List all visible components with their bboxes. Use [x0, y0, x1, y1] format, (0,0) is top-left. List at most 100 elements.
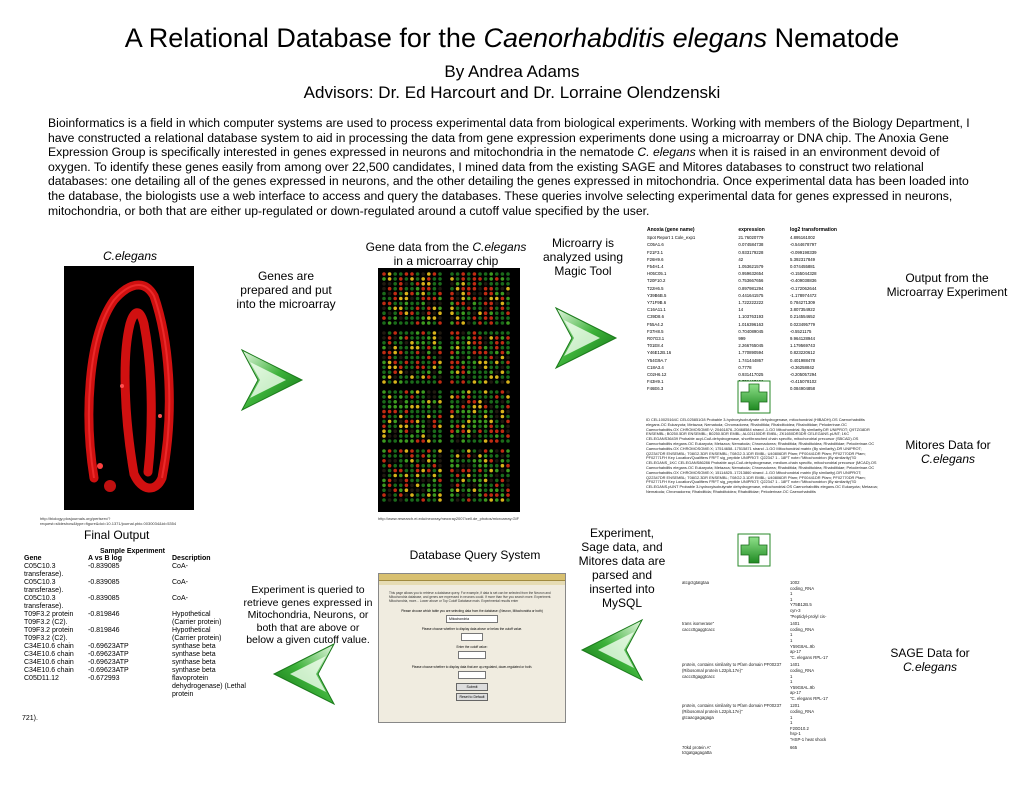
- microarray-spot: [461, 345, 465, 350]
- microarray-spot: [382, 341, 386, 345]
- microarray-spot: [495, 336, 499, 340]
- microarray-spot: [500, 345, 505, 350]
- microarray-spot: [438, 311, 442, 315]
- microarray-spot: [478, 316, 482, 320]
- microarray-spot: [432, 473, 437, 478]
- microarray-spot: [427, 282, 431, 286]
- microarray-spot: [500, 409, 505, 414]
- tool-output-cell: 0.933179228: [738, 249, 764, 255]
- microarray-spot: [500, 355, 505, 360]
- microarray-spot: [467, 390, 471, 394]
- microarray-spot: [427, 414, 431, 419]
- microarray-spot: [382, 473, 386, 478]
- microarray-spot: [500, 404, 505, 409]
- query-reset-button[interactable]: Reset to Default: [456, 693, 488, 701]
- microarray-spot: [450, 429, 454, 433]
- sage-field: 1: [790, 591, 793, 597]
- microarray-spot: [489, 429, 493, 433]
- microarray-spot: [404, 404, 409, 409]
- microarray-spot: [387, 439, 392, 443]
- microarray-spot: [495, 282, 499, 286]
- microarray-spot: [382, 336, 386, 340]
- microarray-spot: [399, 439, 403, 443]
- microarray-spot: [438, 488, 442, 492]
- microarray-spot: [450, 316, 454, 320]
- microarray-spot: [455, 468, 460, 473]
- microarray-spot: [472, 336, 477, 340]
- microarray-spot: [500, 370, 505, 374]
- microarray-spot: [427, 360, 431, 365]
- sage-field: 1401: [790, 662, 800, 668]
- microarray-spot: [410, 306, 414, 311]
- final-output-cell: -0.69623ATP: [88, 651, 129, 658]
- microarray-spot: [489, 345, 493, 350]
- microarray-spot: [495, 306, 499, 311]
- microarray-spot: [415, 316, 420, 320]
- microarray-spot: [478, 350, 482, 355]
- microarray-spot: [483, 350, 488, 355]
- final-output-cell: C05C10.3 transferase).: [24, 595, 64, 610]
- microarray-spot: [399, 473, 403, 478]
- microarray-spot: [382, 404, 386, 409]
- microarray-spot: [421, 400, 425, 404]
- query-regulation-select[interactable]: [458, 671, 486, 679]
- tool-output-cell: 1.103763193: [738, 314, 764, 320]
- microarray-spot: [489, 301, 493, 306]
- microarray-spot: [478, 277, 482, 281]
- microarray-spot: [450, 419, 454, 424]
- microarray-spot: [399, 291, 403, 296]
- query-table-select[interactable]: Mitochondria: [446, 615, 498, 623]
- tool-output-cell: 14: [738, 307, 744, 313]
- sage-entry-right: 665: [790, 745, 797, 756]
- tool-col-expression: expression: [738, 227, 765, 233]
- queried-label: Experiment is queried to retrieve genes …: [243, 584, 373, 646]
- parsed-label: Experiment, Sage data, and Mitores data …: [578, 526, 666, 610]
- microarray-spot: [472, 365, 477, 370]
- microarray-spot: [410, 409, 414, 414]
- microarray-spot: [399, 370, 403, 374]
- microarray-spot: [495, 360, 499, 365]
- microarray-spot: [450, 434, 454, 438]
- query-above-below-select[interactable]: [461, 633, 483, 641]
- sage-field: Y59G8AL.9b: [790, 643, 815, 649]
- microarray-spot: [472, 459, 477, 463]
- microarray-spot: [421, 311, 425, 315]
- microarray-spot: [438, 424, 442, 429]
- microarray-spot: [495, 419, 499, 424]
- microarray-spot: [382, 345, 386, 350]
- microarray-spot: [415, 296, 420, 301]
- microarray-spot: [506, 370, 510, 374]
- final-output-cell: synthase beta: [172, 643, 216, 650]
- microarray-spot: [478, 365, 482, 370]
- microarray-spot: [382, 375, 386, 379]
- microarray-spot: [495, 463, 499, 468]
- microarray-spot: [483, 498, 488, 502]
- query-cutoff-input[interactable]: [458, 651, 486, 659]
- query-submit-button[interactable]: Submit: [456, 683, 488, 691]
- microarray-spot: [500, 419, 505, 424]
- microarray-spot: [421, 478, 425, 483]
- microarray-spot: [455, 424, 460, 429]
- microarray-spot: [450, 375, 454, 379]
- microarray-spot: [432, 301, 437, 306]
- microarray-spot: [382, 395, 386, 399]
- microarray-spot: [478, 390, 482, 394]
- microarray-spot: [467, 419, 471, 424]
- microarray-spot: [500, 463, 505, 468]
- microarray-spot: [410, 473, 414, 478]
- microarray-spot: [506, 321, 510, 325]
- microarray-spot: [427, 336, 431, 340]
- final-output-cell: C34E10.6 chain: [24, 667, 74, 674]
- microarray-spot: [495, 449, 499, 453]
- microarray-spot: [382, 468, 386, 473]
- microarray-spot: [495, 478, 499, 483]
- microarray-spot: [495, 434, 499, 438]
- microarray-spot: [483, 409, 488, 414]
- microarray-spot: [421, 277, 425, 281]
- microarray-spot: [404, 296, 409, 301]
- sage-field: cyn-3: [790, 607, 801, 613]
